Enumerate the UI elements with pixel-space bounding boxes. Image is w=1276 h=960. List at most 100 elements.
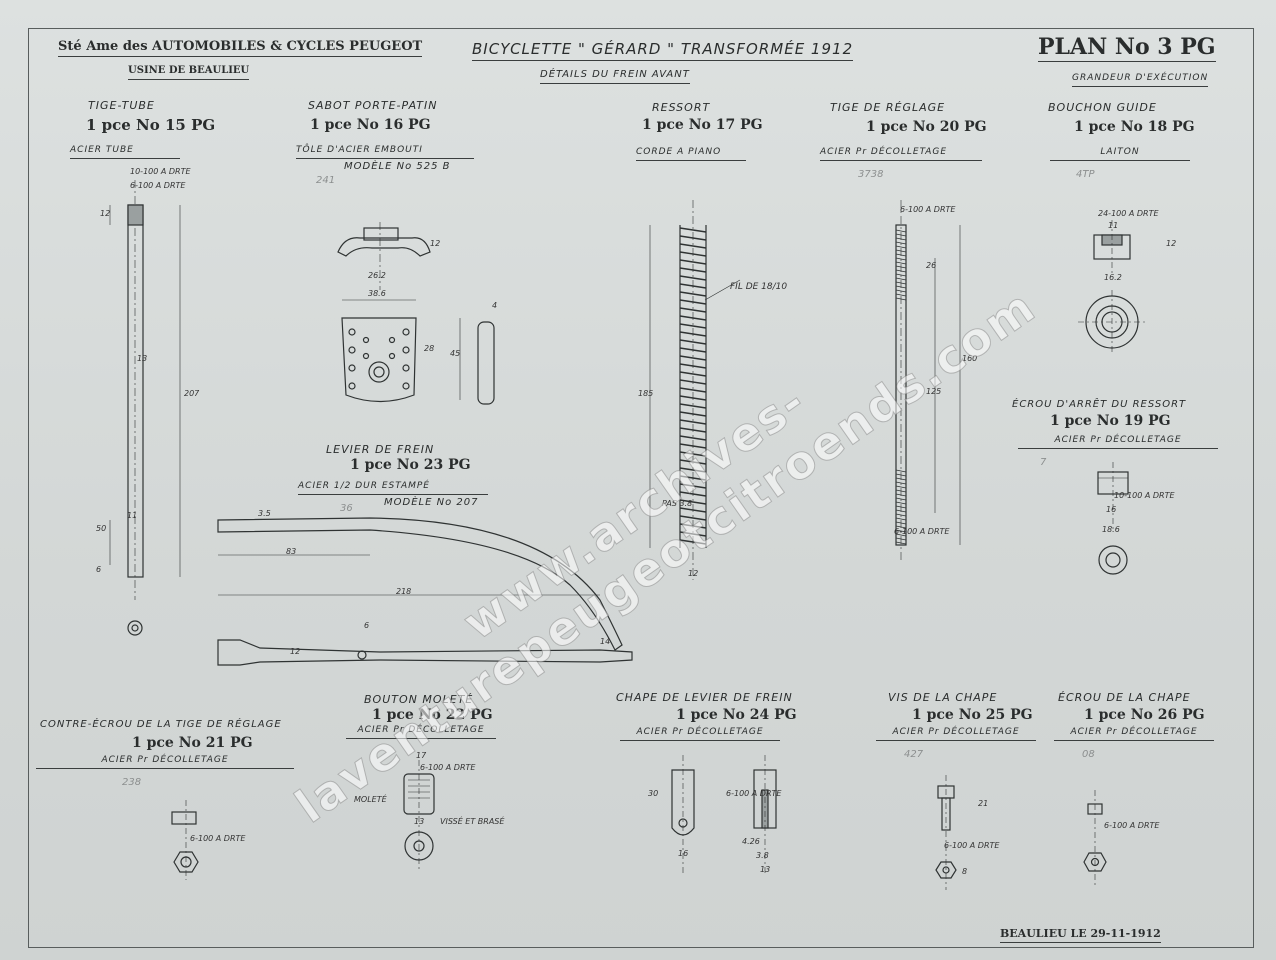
scale-note: GRANDEUR D'EXÉCUTION — [1072, 74, 1209, 87]
dim-tube-thread2: 6-100 A DRTE — [130, 181, 186, 190]
chape-drawing — [671, 755, 777, 875]
tige-reglage-drawing — [895, 200, 961, 560]
part-qty-bouton: 1 pce No 22 PG — [372, 707, 493, 723]
dim-chape-30: 30 — [648, 789, 659, 798]
dim-bouchon-thread: 24-100 A DRTE — [1098, 209, 1159, 218]
part-qty-ecrou-arret: 1 pce No 19 PG — [1050, 413, 1171, 429]
dim-tube-207: 207 — [184, 389, 200, 398]
pencil-note: 241 — [316, 175, 336, 186]
dim-sabot-28: 28 — [424, 344, 435, 353]
part-material-ecrou-arret: ACIER Pr DÉCOLLETAGE — [1018, 436, 1218, 449]
part-qty-vis-chape: 1 pce No 25 PG — [912, 707, 1033, 723]
dim-ressort-fil: FIL DE 18/10 — [730, 282, 788, 292]
dim-ressort-185: 185 — [638, 389, 654, 398]
part-qty-levier: 1 pce No 23 PG — [350, 457, 471, 473]
part-material-levier: ACIER 1/2 DUR ESTAMPÉ — [298, 482, 488, 495]
pencil-note: 08 — [1082, 749, 1095, 760]
pencil-note: 3738 — [858, 169, 884, 180]
bouchon-drawing — [1078, 220, 1146, 355]
dim-ressort-12: 12 — [688, 569, 699, 578]
dim-tige-thread-bot: 6-100 A DRTE — [894, 527, 950, 536]
part-material-contre-ecrou: ACIER Pr DÉCOLLETAGE — [36, 756, 294, 769]
dim-tige-26: 26 — [926, 261, 937, 270]
dim-chape-thread: 6-100 A DRTE — [726, 789, 782, 798]
dim-ecrou2-thread: 6-100 A DRTE — [1104, 821, 1160, 830]
part-material-ecrou-chape: ACIER Pr DÉCOLLETAGE — [1054, 728, 1214, 741]
drawing-subtitle: DÉTAILS DU FREIN AVANT — [540, 70, 690, 84]
dim-ecrou-16: 16 — [1106, 505, 1117, 514]
pencil-note: 4TP — [1076, 169, 1095, 180]
dim-chape-38: 3.8 — [756, 851, 769, 860]
dim-tube-50: 50 — [96, 524, 107, 533]
dim-bouchon-11: 11 — [1108, 221, 1119, 230]
part-material-sabot: TÔLE D'ACIER EMBOUTI — [296, 146, 474, 159]
dim-tube-11: 11 — [127, 511, 138, 520]
part-material-bouton: ACIER Pr DÉCOLLETAGE — [346, 726, 496, 739]
dim-bouton-17: 17 — [416, 751, 427, 760]
dim-levier-6: 6 — [364, 621, 370, 630]
part-name-vis-chape: VIS DE LA CHAPE — [888, 691, 998, 704]
dim-tige-125: 125 — [926, 387, 942, 396]
dim-tube-12: 12 — [100, 209, 111, 218]
part-name-contre-ecrou: CONTRE-ÉCROU DE LA TIGE DE RÉGLAGE — [40, 719, 282, 730]
part-name-chape: CHAPE DE LEVIER DE FREIN — [616, 691, 793, 704]
part-name-sabot: SABOT PORTE-PATIN — [308, 99, 438, 112]
part-material-chape: ACIER Pr DÉCOLLETAGE — [620, 728, 780, 741]
part-qty-sabot: 1 pce No 16 PG — [310, 117, 431, 133]
pencil-note: 36 — [340, 503, 353, 514]
part-qty-ecrou-chape: 1 pce No 26 PG — [1084, 707, 1205, 723]
pencil-note: 7 — [1040, 457, 1047, 468]
dim-levier-12: 12 — [290, 647, 301, 656]
dim-vis-thread: 6-100 A DRTE — [944, 841, 1000, 850]
drawing-title: BICYCLETTE " GÉRARD " TRANSFORMÉE 1912 — [472, 42, 854, 61]
part-qty-ressort: 1 pce No 17 PG — [642, 117, 763, 133]
dim-bouton-13: 13 — [414, 817, 425, 826]
dim-bouton-visse: VISSÉ ET BRASÉ — [440, 817, 505, 826]
dim-tube-thread1: 10-100 A DRTE — [130, 167, 191, 176]
vis-chape-drawing — [935, 775, 957, 890]
dim-bouton-molete: MOLETÉ — [354, 795, 387, 804]
part-material-tige-tube: ACIER TUBE — [70, 146, 180, 159]
part-name-ecrou-arret: ÉCROU D'ARRÊT DU RESSORT — [1012, 399, 1187, 410]
dim-vis-21: 21 — [978, 799, 989, 808]
dim-levier-35: 3.5 — [258, 509, 271, 518]
footer-date: BEAULIEU LE 29-11-1912 — [1000, 928, 1161, 943]
dim-ressort-pas: PAS 3.8 — [662, 499, 693, 508]
dim-tube-6: 6 — [96, 565, 102, 574]
dim-sabot-262: 26.2 — [368, 271, 386, 280]
dim-chape-16: 16 — [678, 849, 689, 858]
part-qty-tige-reglage: 1 pce No 20 PG — [866, 119, 987, 135]
contre-ecrou-drawing — [171, 800, 199, 880]
dim-tige-thread-top: 6-100 A DRTE — [900, 205, 956, 214]
dim-sabot-12: 12 — [430, 239, 441, 248]
part-qty-tige-tube: 1 pce No 15 PG — [86, 116, 216, 134]
part-material-ressort: CORDE A PIANO — [636, 148, 746, 161]
sheet-border — [28, 28, 1254, 948]
pencil-note: 238 — [122, 777, 142, 788]
dim-levier-83: 83 — [286, 547, 297, 556]
part-name-bouchon: BOUCHON GUIDE — [1048, 101, 1157, 114]
ressort-drawing — [649, 200, 741, 580]
dim-vis-8: 8 — [962, 867, 968, 876]
sabot-drawing — [337, 222, 495, 405]
dim-ecrou-thread: 10-100 A DRTE — [1114, 491, 1175, 500]
part-material-bouchon: LAITON — [1050, 148, 1190, 161]
dim-bouchon-12: 12 — [1166, 239, 1177, 248]
dim-sabot-4: 4 — [492, 301, 498, 310]
factory-name: USINE DE BEAULIEU — [128, 66, 250, 80]
dim-tige-160: 160 — [962, 354, 978, 363]
part-name-bouton: BOUTON MOLETÉ — [364, 693, 474, 706]
dim-sabot-386: 38.6 — [368, 289, 386, 298]
company-name: Sté Ame des AUTOMOBILES & CYCLES PEUGEOT — [58, 40, 423, 57]
part-name-tige-reglage: TIGE DE RÉGLAGE — [830, 101, 946, 114]
tige-tube-drawing — [109, 180, 181, 636]
dim-bouton-thread: 6-100 A DRTE — [420, 763, 476, 772]
dim-bouchon-16: 16.2 — [1104, 273, 1122, 282]
part-qty-contre-ecrou: 1 pce No 21 PG — [132, 735, 253, 751]
plan-number: PLAN No 3 PG — [1038, 34, 1216, 62]
part-name-ecrou-chape: ÉCROU DE LA CHAPE — [1058, 691, 1191, 704]
part-material-vis-chape: ACIER Pr DÉCOLLETAGE — [876, 728, 1036, 741]
dim-ecrou-186: 18.6 — [1102, 525, 1120, 534]
dim-contre-thread: 6-100 A DRTE — [190, 834, 246, 843]
